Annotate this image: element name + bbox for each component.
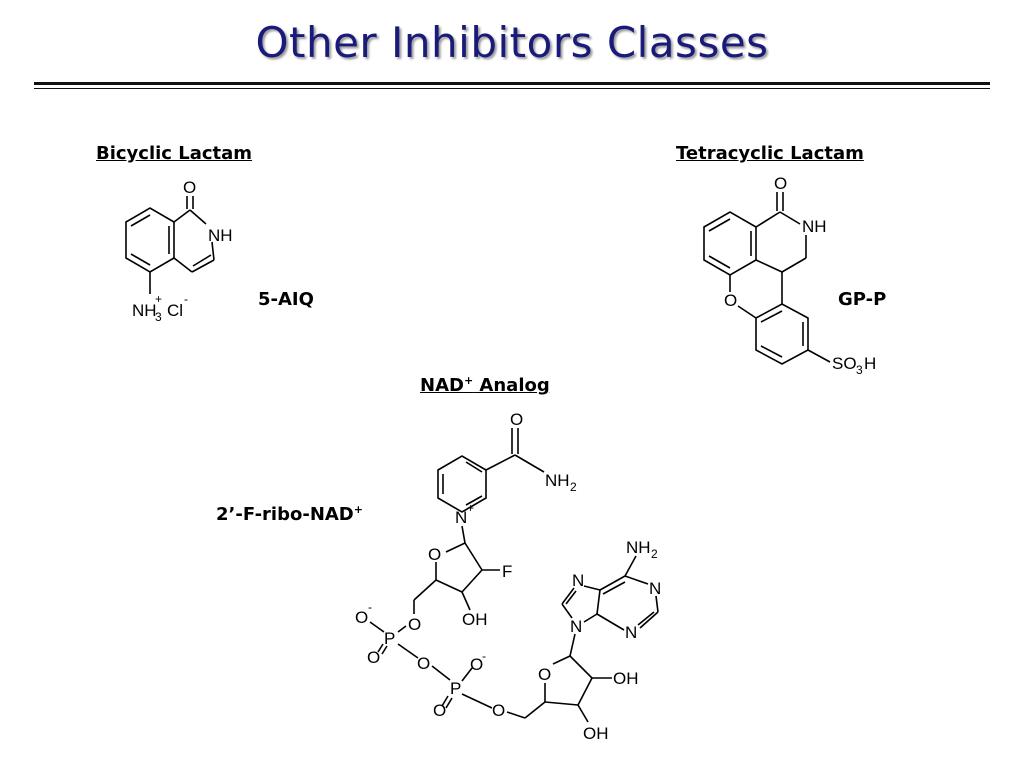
atom-n9: N bbox=[570, 617, 582, 636]
atom-f: F bbox=[502, 562, 512, 581]
nad-analog-heading: NAD+ Analog bbox=[420, 374, 550, 396]
compound-gp-p: GP-P bbox=[838, 289, 887, 310]
compound-2f-ribo-nad: 2’-F-ribo-NAD+ bbox=[216, 503, 363, 525]
tetracyclic-lactam-heading: Tetracyclic Lactam bbox=[676, 143, 864, 164]
atom-nh: NH bbox=[208, 226, 233, 245]
atom-o-double: O bbox=[367, 648, 380, 667]
atom-sub: 2 bbox=[570, 480, 577, 494]
atom-o-minus: O bbox=[355, 608, 368, 627]
atom-o-ribose: O bbox=[538, 665, 551, 684]
atom-charge: - bbox=[368, 600, 372, 614]
title-divider bbox=[34, 82, 990, 85]
atom-o: O bbox=[774, 174, 787, 193]
atom-charge: + bbox=[467, 501, 474, 515]
atom-charge: + bbox=[155, 292, 162, 306]
atom-o-double: O bbox=[433, 701, 446, 720]
atom-charge: - bbox=[482, 649, 486, 663]
atom-n7: N bbox=[572, 571, 584, 590]
atom-nh3: NH bbox=[132, 301, 157, 320]
atom-p2: P bbox=[450, 679, 461, 698]
atom-oh: OH bbox=[613, 669, 639, 688]
atom-sub: 3 bbox=[155, 310, 162, 324]
compound-5-aiq: 5-AIQ bbox=[258, 289, 314, 310]
atom-o-ribose: O bbox=[428, 545, 441, 564]
atom-p1: P bbox=[384, 629, 395, 648]
atom-o-link: O bbox=[492, 701, 505, 720]
structure-5-aiq: O NH NH 3 + Cl - bbox=[125, 178, 233, 324]
atom-cl: Cl bbox=[167, 301, 183, 320]
structure-gp-p: O NH O SO 3 H bbox=[703, 174, 876, 377]
atom-sub: 3 bbox=[856, 363, 863, 377]
atom-nh2: NH bbox=[545, 471, 570, 490]
atom-nh: NH bbox=[802, 217, 827, 236]
atom-n3: N bbox=[625, 623, 637, 642]
atom-o: O bbox=[510, 410, 523, 429]
atom-sub: 2 bbox=[651, 547, 658, 561]
atom-oh: OH bbox=[462, 610, 488, 629]
atom-so3h: SO bbox=[832, 354, 857, 373]
title-divider-thin bbox=[34, 88, 990, 89]
atom-nh2: NH bbox=[626, 538, 651, 557]
atom-o-minus: O bbox=[470, 655, 483, 674]
atom-o-ring: O bbox=[724, 291, 737, 310]
atom-o-bridge: O bbox=[417, 654, 430, 673]
atom-o-link: O bbox=[408, 615, 421, 634]
atom-o: O bbox=[183, 178, 196, 197]
atom-oh: OH bbox=[583, 724, 609, 743]
structure-2f-ribo-nad: O NH 2 N + O F OH O P O - O O bbox=[355, 410, 661, 743]
atom-n-plus: N bbox=[455, 508, 467, 527]
atom-h: H bbox=[864, 354, 876, 373]
bicyclic-lactam-heading: Bicyclic Lactam bbox=[96, 143, 253, 164]
atom-n1: N bbox=[649, 579, 661, 598]
atom-charge: - bbox=[184, 292, 188, 306]
slide-title: Other Inhibitors Classes bbox=[255, 18, 769, 67]
